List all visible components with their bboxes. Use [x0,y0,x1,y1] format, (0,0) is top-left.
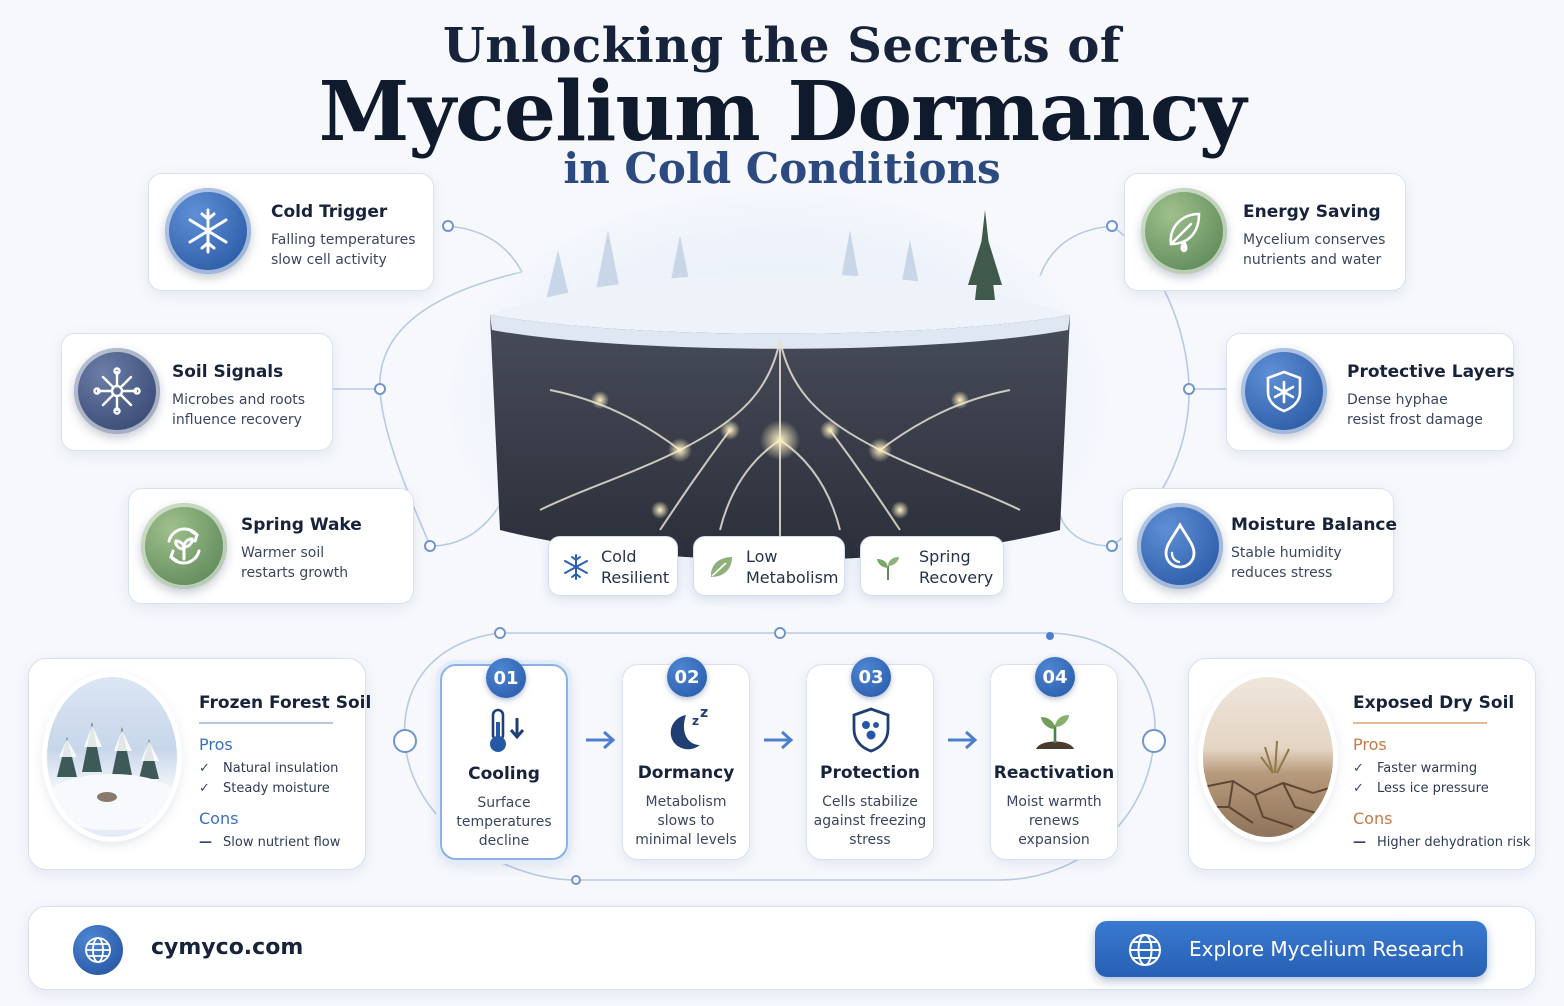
comparison-title: Exposed Dry Soil [1353,693,1515,713]
pros-item: ✓Faster warming [1353,761,1478,776]
feature-title: Moisture Balance [1231,515,1398,535]
title-line-2: Mycelium Dormancy [318,64,1247,160]
soil-block-illustration [490,210,1070,560]
cycle-sprout-icon [141,503,227,589]
thermometer-down-icon [490,708,525,752]
feature-text-2: reduces stress [1231,565,1333,581]
step-title: Cooling [468,764,540,784]
frozen-forest-photo [47,677,177,837]
feature-title: Cold Trigger [271,202,388,222]
cons-item: —Slow nutrient flow [199,835,341,850]
arrow-right-icon [586,730,616,750]
snowflake-icon [564,554,588,580]
shield-snowflake-icon [1241,348,1327,434]
check-icon: ✓ [199,781,210,796]
feature-title: Spring Wake [241,515,362,535]
title-line-1: Unlocking the Secrets of [442,18,1122,74]
explore-research-button[interactable]: Explore Mycelium Research [1095,921,1487,977]
footer-bar: cymyco.com Explore Mycelium Research [28,906,1536,990]
comparison-card-frozen-forest-soil: Frozen Forest Soil Pros ✓Natural insulat… [28,658,371,870]
pros-heading: Pros [199,735,233,754]
check-icon: ✓ [1353,781,1364,796]
pros-item: ✓Less ice pressure [1353,781,1489,796]
feature-title: Soil Signals [172,362,284,382]
feature-text-1: Falling temperatures [271,232,416,248]
arrow-right-icon [948,730,978,750]
step-title: Reactivation [993,763,1115,783]
check-icon: ✓ [1353,761,1364,776]
step-title: Protection [820,763,920,783]
explore-research-label: Explore Mycelium Research [1189,937,1465,961]
feature-text-1: Warmer soil [241,545,325,561]
title-divider [199,722,333,724]
feature-title: Energy Saving [1243,202,1381,222]
feature-text-1: Mycelium conserves [1243,232,1386,248]
check-icon: ✓ [199,761,210,776]
svg-text:z: z [692,714,699,728]
feature-card-soil-signals: Soil Signals Microbes and roots influenc… [61,333,333,451]
feature-text-2: slow cell activity [271,252,387,268]
feature-text-1: Dense hyphae [1347,392,1448,408]
step-number: 03 [851,657,891,697]
water-drop-icon [1137,503,1223,589]
step-number: 04 [1035,657,1075,697]
comparison-title: Frozen Forest Soil [199,693,372,713]
globe-icon [1129,934,1161,966]
website-link[interactable]: cymyco.com [151,935,304,960]
feature-text-2: nutrients and water [1243,252,1382,268]
cons-heading: Cons [1353,809,1393,828]
pros-item: ✓Steady moisture [199,781,330,796]
feature-card-energy-saving: Energy Saving Mycelium conserves nutrien… [1124,173,1406,291]
feature-card-moisture-balance: Moisture Balance Stable humidity reduces… [1122,488,1398,604]
sprout-soil-icon [1036,715,1074,749]
feature-text-2: resist frost damage [1347,412,1483,428]
dry-soil-photo [1203,677,1333,837]
minus-icon: — [1353,835,1366,850]
title-line-3: in Cold Conditions [563,144,1001,193]
arrow-right-icon [764,730,794,750]
globe-icon [73,925,123,975]
title-divider [1353,722,1487,724]
feature-text-2: influence recovery [172,412,302,428]
snowflake-icon [165,188,251,274]
shield-cells-icon [852,707,890,753]
feature-card-spring-wake: Spring Wake Warmer soil restarts growth [128,488,414,604]
network-icon [74,348,160,434]
feature-title: Protective Layers [1347,362,1515,382]
feature-text-1: Microbes and roots [172,392,306,408]
leaf-drop-icon [1141,188,1227,274]
leaf-icon [710,557,732,577]
minus-icon: — [199,835,212,850]
feature-card-cold-trigger: Cold Trigger Falling temperatures slow c… [148,173,434,291]
feature-text-2: restarts growth [241,565,349,581]
comparison-card-exposed-dry-soil: Exposed Dry Soil Pros ✓Faster warming ✓L… [1188,658,1536,870]
step-number: 01 [486,658,526,698]
cons-item: —Higher dehydration risk [1353,835,1531,850]
sprout-icon [877,557,899,580]
cons-heading: Cons [199,809,239,828]
pros-item: ✓Natural insulation [199,761,339,776]
step-number: 02 [667,657,707,697]
svg-text:z: z [700,705,708,721]
pros-heading: Pros [1353,735,1387,754]
feature-text-1: Stable humidity [1231,545,1342,561]
feature-card-protective-layers: Protective Layers Dense hyphae resist fr… [1226,333,1515,451]
step-title: Dormancy [637,763,735,783]
